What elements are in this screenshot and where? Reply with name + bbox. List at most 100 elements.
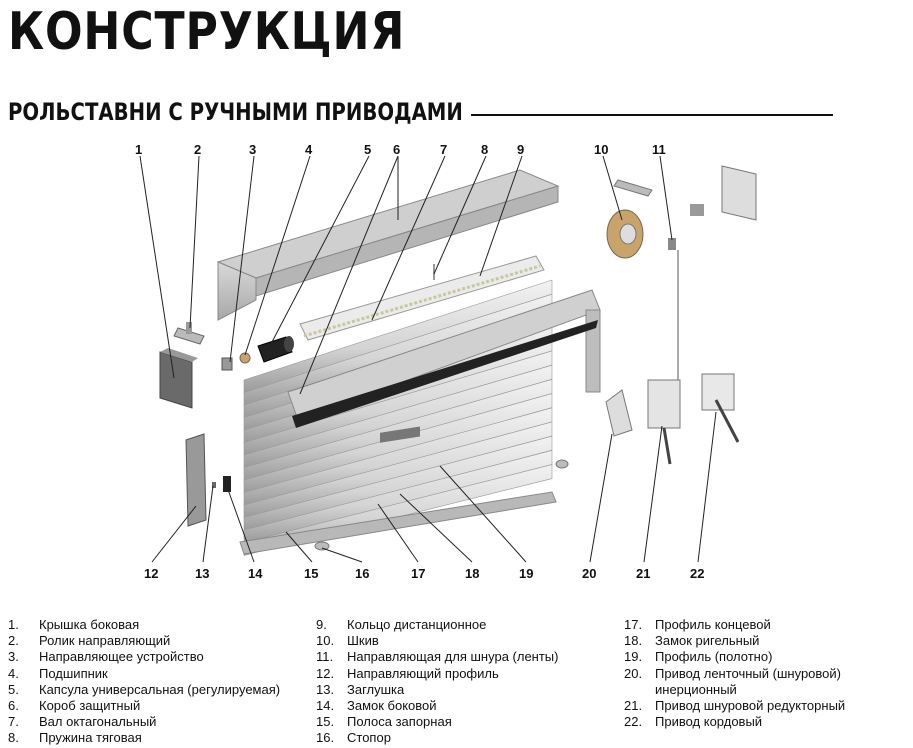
subtitle-row: РОЛЬСТАВНИ С РУЧНЫМИ ПРИВОДАМИ xyxy=(8,98,833,128)
legend-item-text: Замок боковой xyxy=(347,698,437,714)
legend-item: 22. Привод кордовый xyxy=(624,714,910,730)
callout-16: 16 xyxy=(355,566,369,581)
legend-item: 21. Привод шнуровой редукторный xyxy=(624,698,910,714)
callout-numbers-bottom: 12 13 14 15 16 17 18 19 20 21 22 xyxy=(144,566,704,581)
callout-7: 7 xyxy=(440,142,447,157)
legend-item-text: Направляющее устройство xyxy=(39,649,204,665)
legend-item-text: Привод шнуровой редукторный xyxy=(655,698,846,714)
legend-item: 19. Профиль (полотно) xyxy=(624,649,910,665)
crank-drive xyxy=(701,373,740,443)
legend-item: 3. Направляющее устройство xyxy=(8,649,280,665)
legend-item-number: 10. xyxy=(316,633,335,649)
legend-item-number: 4. xyxy=(8,665,19,681)
legend-item-text: Привод ленточный (шнуровой) инерционный xyxy=(655,665,841,697)
legend-item-number: 9. xyxy=(316,617,327,632)
callout-15: 15 xyxy=(304,566,318,581)
legend-item-number: 14. xyxy=(316,698,335,714)
legend-item-number: 6. xyxy=(8,698,19,714)
legend-item-text: Профиль (полотно) xyxy=(655,649,773,665)
callout-21: 21 xyxy=(636,566,650,581)
subtitle-rule xyxy=(471,114,833,116)
legend-item-number: 3. xyxy=(8,649,19,665)
legend-item: 2. Ролик направляющий xyxy=(8,633,280,649)
legend-item-number: 20. xyxy=(624,665,643,681)
callout-3: 3 xyxy=(249,142,256,157)
legend-item-text: Направляющий профиль xyxy=(347,665,499,681)
callout-17: 17 xyxy=(411,566,425,581)
callout-8: 8 xyxy=(481,142,488,157)
legend-item: 18. Замок ригельный xyxy=(624,633,910,649)
callout-5: 5 xyxy=(364,142,371,157)
legend-item-text: Привод кордовый xyxy=(655,714,763,730)
callout-20: 20 xyxy=(582,566,596,581)
exploded-diagram: 1 2 3 4 5 6 7 8 9 10 11 12 13 14 15 16 1… xyxy=(135,142,757,581)
callout-4: 4 xyxy=(305,142,313,157)
legend-item: 8. Пружина тяговая xyxy=(8,730,280,746)
callout-11: 11 xyxy=(652,142,666,157)
legend-item-number: 22. xyxy=(624,714,643,730)
legend-item-text: Замок ригельный xyxy=(655,633,760,649)
front-guide-panel xyxy=(287,289,601,428)
legend-item-text: Полоса запорная xyxy=(347,714,452,730)
legend-item-number: 19. xyxy=(624,649,643,665)
legend-item-text: Профиль концевой xyxy=(655,617,771,632)
side-lock xyxy=(223,476,231,492)
legend-item: 14. Замок боковой xyxy=(316,698,559,714)
legend-item-text: Шкив xyxy=(347,633,379,649)
callout-1: 1 xyxy=(135,142,142,157)
legend-item-text: Пружина тяговая xyxy=(39,730,142,746)
legend-item-number: 18. xyxy=(624,633,643,649)
legend-item-text: Вал октагональный xyxy=(39,714,157,730)
legend-item-text: Кольцо дистанционное xyxy=(347,617,487,632)
stopper xyxy=(314,541,330,551)
leader-lines xyxy=(139,155,717,563)
legend-item: 20. Привод ленточный (шнуровой) инерционн… xyxy=(624,666,910,698)
stopper-right xyxy=(555,459,569,469)
legend-item-number: 8. xyxy=(8,730,19,746)
callout-14: 14 xyxy=(248,566,263,581)
legend-item-number: 21. xyxy=(624,698,643,714)
legend-item: 5.Капсула универсальная (регулируемая) xyxy=(8,682,280,698)
end-cap xyxy=(212,482,216,488)
legend-item: 4. Подшипник xyxy=(8,666,280,682)
legend-item-text: Крышка боковая xyxy=(39,617,140,632)
callout-12: 12 xyxy=(144,566,158,581)
callout-22: 22 xyxy=(690,566,704,581)
octagonal-shaft xyxy=(299,255,545,341)
legend-item-number: 2. xyxy=(8,633,19,649)
bearing xyxy=(239,352,251,364)
guide-profile xyxy=(185,433,207,527)
legend-item: 1.Крышка боковая xyxy=(8,617,280,633)
legend-item-text: Ролик направляющий xyxy=(39,633,171,649)
legend-item: 6. Короб защитный xyxy=(8,698,280,714)
legend-item: 12.Направляющий профиль xyxy=(316,666,559,682)
callout-6: 6 xyxy=(393,142,400,157)
legend-item: 16. Стопор xyxy=(316,730,559,746)
legend-item-number: 11. xyxy=(316,649,334,665)
guide-roller xyxy=(173,322,205,345)
legend-item: 10. Шкив xyxy=(316,633,559,649)
callout-18: 18 xyxy=(465,566,479,581)
legend-item: 17.Профиль концевой xyxy=(624,617,910,633)
side-cover xyxy=(159,348,198,409)
callout-numbers-top: 1 2 3 4 5 6 7 8 9 10 11 xyxy=(135,142,666,157)
tape-drive xyxy=(605,389,633,437)
legend-item-number: 16. xyxy=(316,730,335,746)
pulley xyxy=(606,179,653,259)
legend-item: 13. Заглушка xyxy=(316,682,559,698)
legend-item-text: Стопор xyxy=(347,730,391,746)
legend-item-number: 13. xyxy=(316,681,335,697)
guiding-device xyxy=(221,357,233,371)
universal-capsule xyxy=(257,336,294,363)
callout-13: 13 xyxy=(195,566,209,581)
cord-guide xyxy=(668,238,679,380)
legend-item: 11.Направляющая для шнура (ленты) xyxy=(316,649,559,665)
legend-item-text: Короб защитный xyxy=(39,698,141,714)
callout-9: 9 xyxy=(517,142,524,157)
legend-item-text: Заглушка xyxy=(347,681,405,697)
legend-item-text: Подшипник xyxy=(39,665,108,681)
legend-item-number: 5. xyxy=(8,681,19,697)
